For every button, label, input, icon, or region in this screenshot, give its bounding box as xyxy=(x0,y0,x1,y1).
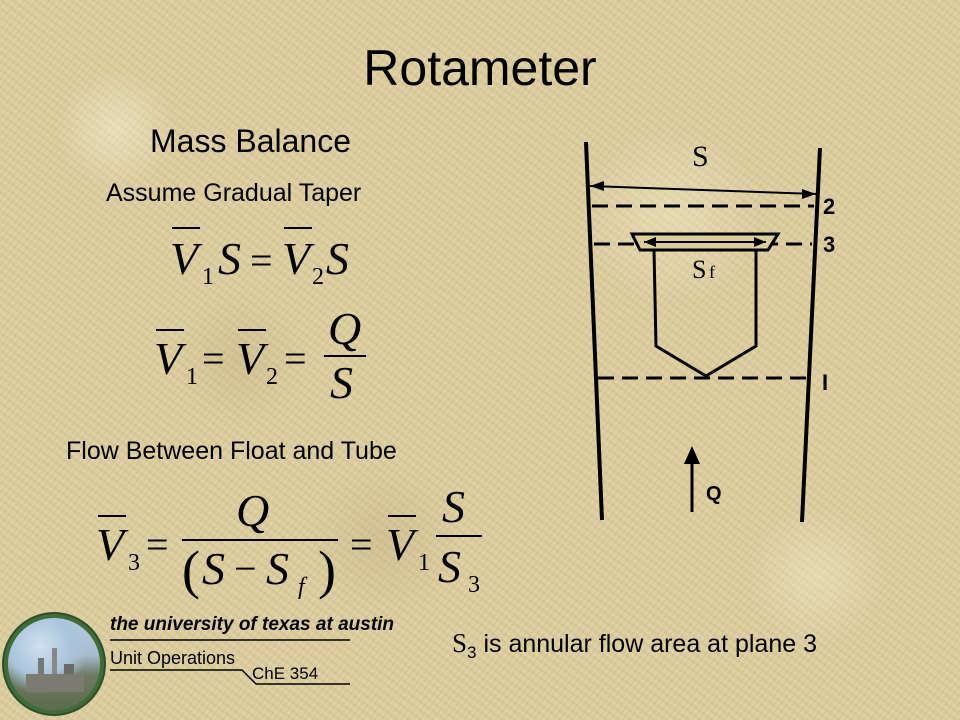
eq3-sub1: 1 xyxy=(418,550,430,576)
eq1-s-left: S xyxy=(218,233,241,284)
float-width-sub: f xyxy=(709,262,715,282)
logo-program: Unit Operations xyxy=(110,648,236,668)
note-symbol: S xyxy=(452,628,468,658)
eq3-denominator-s: S xyxy=(438,541,461,592)
eq2-sub2: 2 xyxy=(266,364,278,390)
globe-icon xyxy=(8,618,100,710)
eq3-sub3: 3 xyxy=(128,550,140,576)
eq3-s: S xyxy=(202,543,225,594)
eq2-v2: V xyxy=(236,333,269,384)
flow-label: Q xyxy=(706,483,722,505)
eq3-v3: V xyxy=(96,519,129,570)
eq1-equals: = xyxy=(250,238,273,283)
float-width-label: S xyxy=(692,255,706,284)
note-subscript: 3 xyxy=(467,643,477,662)
annular-area-note: S3 is annular flow area at plane 3 xyxy=(452,628,817,668)
eq3-equals-2: = xyxy=(350,522,373,567)
eq3-minus: − xyxy=(234,546,257,591)
eq1-v2: V xyxy=(282,233,315,284)
tube-width-dimension xyxy=(589,185,817,195)
eq2-denominator-s: S xyxy=(330,357,353,408)
mass-balance-heading: Mass Balance xyxy=(150,123,351,159)
dimension-arrow-right xyxy=(802,189,816,199)
eq3-denominator-sub3: 3 xyxy=(468,572,480,598)
equation-velocity: V 1 = V 2 = Q S xyxy=(154,303,366,408)
eq3-right-paren: ) xyxy=(318,540,336,600)
eq2-equals-1: = xyxy=(202,336,225,381)
rotameter-diagram: S 2 3 S f I Q xyxy=(584,140,835,523)
eq2-numerator-q: Q xyxy=(328,303,361,354)
note-text: is annular flow area at plane 3 xyxy=(476,630,817,658)
tube-right-wall xyxy=(800,147,822,523)
equation-continuity: V 1 S = V 2 S xyxy=(170,227,349,290)
eq2-equals-2: = xyxy=(284,336,307,381)
eq3-sf-sub: f xyxy=(298,574,308,600)
slide-title: Rotameter xyxy=(363,40,597,96)
flow-heading: Flow Between Float and Tube xyxy=(66,437,397,465)
eq1-sub2: 2 xyxy=(312,264,324,290)
plane-1-label: I xyxy=(822,370,828,395)
plane-2-label: 2 xyxy=(823,194,835,219)
university-logo: the university of texas at austin Unit O… xyxy=(6,614,394,720)
logo-course: ChE 354 xyxy=(252,664,319,683)
eq2-v1: V xyxy=(154,333,187,384)
eq3-left-paren: ( xyxy=(182,540,200,600)
eq3-sf: S xyxy=(266,543,289,594)
float-arrow-left xyxy=(644,237,656,247)
eq3-numerator-q: Q xyxy=(236,485,269,536)
eq1-s-right: S xyxy=(326,233,349,284)
eq3-v1: V xyxy=(386,519,419,570)
tube-left-wall xyxy=(584,141,604,521)
eq3-equals-1: = xyxy=(146,522,169,567)
eq1-v1: V xyxy=(170,233,203,284)
logo-university-name: the university of texas at austin xyxy=(110,614,395,635)
plane-3-label: 3 xyxy=(823,232,835,257)
equation-annular-velocity: V 3 = Q ( S − S f ) = V 1 S S 3 xyxy=(96,481,482,600)
float-arrow-right xyxy=(754,237,766,247)
assumption-text: Assume Gradual Taper xyxy=(106,179,362,207)
eq3-numerator-s: S xyxy=(442,481,465,532)
float-body xyxy=(652,248,758,378)
flow-arrow-icon xyxy=(684,446,700,464)
dimension-arrow-left xyxy=(590,181,604,191)
eq2-sub1: 1 xyxy=(186,364,198,390)
eq1-sub1: 1 xyxy=(202,264,214,290)
tube-width-label: S xyxy=(692,140,709,173)
logo-decoration xyxy=(110,639,350,685)
